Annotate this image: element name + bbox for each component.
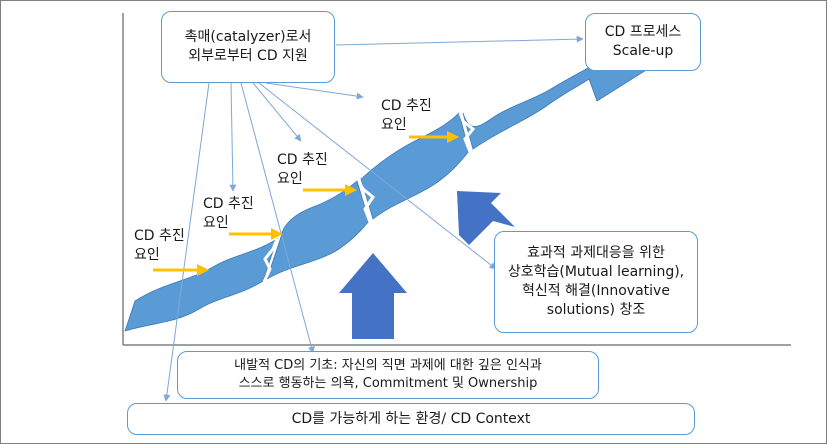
- context-text: CD를 가능하게 하는 환경/ CD Context: [291, 410, 531, 427]
- mutual-learning-box: 효과적 과제대응을 위한 상호학습(Mutual learning), 혁신적 …: [494, 231, 698, 333]
- ribbon-segment-3: [360, 112, 470, 220]
- basis-line-2: 스스로 행동하는 의욕, Commitment 및 Ownership: [238, 376, 538, 391]
- catalyzer-box: 촉매(catalyzer)로서 외부로부터 CD 지원: [161, 11, 335, 83]
- ribbon-segment-2: [266, 180, 370, 280]
- diagonal-big-arrow: [457, 191, 515, 245]
- scaleup-line-1: CD 프로세스: [604, 24, 682, 40]
- driver-label-3: CD 추진 요인: [277, 152, 328, 187]
- catalyzer-line-1: 촉매(catalyzer)로서: [184, 29, 312, 45]
- driver-arrow-2: [229, 228, 283, 240]
- mutual-line-3: 혁신적 해결(Innovative: [522, 283, 670, 299]
- upward-big-arrow: [339, 253, 407, 339]
- cd-context-box: CD를 가능하게 하는 환경/ CD Context: [127, 403, 695, 435]
- mutual-line-1: 효과적 과제대응을 위한: [527, 245, 665, 261]
- driver-label-4: CD 추진 요인: [381, 98, 432, 133]
- endogenous-basis-box: 내발적 CD의 기초: 자신의 직면 과제에 대한 깊은 인식과 스스로 행동하…: [177, 351, 599, 399]
- driver-arrow-3: [303, 184, 357, 196]
- catalyzer-line-2: 외부로부터 CD 지원: [188, 48, 308, 64]
- driver-arrow-4: [409, 131, 459, 143]
- scaleup-box: CD 프로세스 Scale-up: [585, 13, 701, 71]
- basis-line-1: 내발적 CD의 기초: 자신의 직면 과제에 대한 깊은 인식과: [234, 358, 542, 373]
- ribbon-seams: [262, 112, 476, 283]
- scaleup-line-2: Scale-up: [612, 43, 674, 59]
- driver-label-1: CD 추진 요인: [134, 228, 185, 263]
- driver-arrows: [153, 131, 459, 276]
- driver-label-2: CD 추진 요인: [203, 196, 254, 231]
- catalyzer-connectors: [163, 35, 584, 402]
- cd-progress-ribbon: [124, 46, 652, 332]
- mutual-line-2: 상호학습(Mutual learning),: [507, 264, 685, 280]
- mutual-line-4: solutions) 창조: [546, 302, 646, 318]
- driver-arrow-1: [153, 264, 209, 276]
